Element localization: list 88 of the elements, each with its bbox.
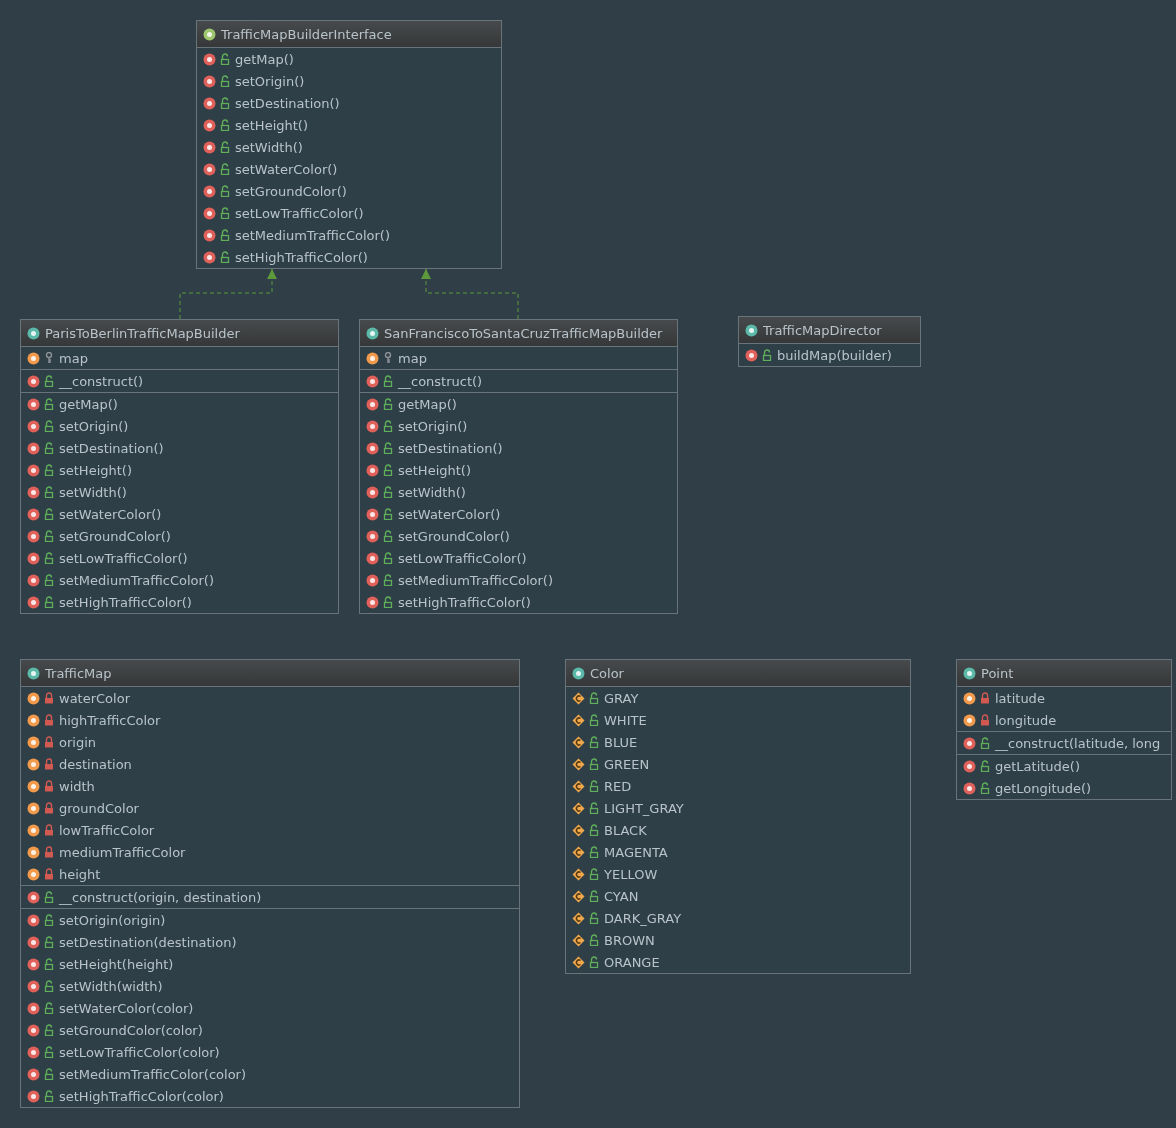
method-name: setOrigin(origin)	[59, 912, 166, 928]
field-name: highTrafficColor	[59, 712, 161, 728]
constant-name: MAGENTA	[604, 844, 668, 860]
method-name: setMediumTrafficColor()	[59, 572, 214, 588]
method-name: setHighTrafficColor(color)	[59, 1088, 224, 1104]
class-box	[565, 659, 911, 974]
constant-name: GRAY	[604, 690, 639, 706]
field-name: longitude	[995, 712, 1057, 728]
method-name: setHeight(height)	[59, 956, 174, 972]
field-name: waterColor	[59, 690, 130, 706]
constant-name: RED	[604, 778, 632, 794]
method-name: setOrigin()	[59, 418, 129, 434]
class-box	[196, 20, 502, 269]
method-name: setOrigin()	[235, 73, 305, 89]
method-name: setDestination()	[398, 440, 503, 456]
constant-name: LIGHT_GRAY	[604, 800, 684, 816]
method-name: setLowTrafficColor()	[235, 205, 364, 221]
method-name: setHighTrafficColor()	[235, 249, 368, 265]
method-name: setWaterColor()	[235, 161, 338, 177]
class-name: SanFranciscoToSantaCruzTrafficMapBuilder	[384, 325, 663, 341]
method-name: setWaterColor()	[398, 506, 501, 522]
class-box	[738, 316, 921, 367]
method-name: setGroundColor()	[398, 528, 510, 544]
method-name: setWidth(width)	[59, 978, 163, 994]
constant-name: BROWN	[604, 932, 655, 948]
field-name: map	[398, 350, 427, 366]
method-name: getLatitude()	[995, 758, 1080, 774]
constant-name: DARK_GRAY	[604, 910, 682, 926]
method-name: __construct()	[398, 373, 483, 389]
class-name: TrafficMap	[45, 665, 112, 681]
method-name: getMap()	[398, 396, 457, 412]
field-name: destination	[59, 756, 132, 772]
class-name: Point	[981, 665, 1014, 681]
class-name: ParisToBerlinTrafficMapBuilder	[45, 325, 240, 341]
constant-name: BLUE	[604, 734, 638, 750]
method-name: setHeight()	[398, 462, 471, 478]
class-name: Color	[590, 665, 624, 681]
field-name: height	[59, 866, 101, 882]
field-name: map	[59, 350, 88, 366]
field-name: lowTrafficColor	[59, 822, 155, 838]
method-name: setHighTrafficColor()	[59, 594, 192, 610]
method-name: setWaterColor(color)	[59, 1000, 194, 1016]
class-box	[20, 319, 339, 614]
method-name: setDestination()	[235, 95, 340, 111]
realization-arrow	[179, 268, 277, 320]
method-name: setGroundColor(color)	[59, 1022, 203, 1038]
method-name: __construct(latitude, long	[995, 735, 1161, 751]
method-name: setWaterColor()	[59, 506, 162, 522]
constant-name: ORANGE	[604, 954, 660, 970]
method-name: setHeight()	[59, 462, 132, 478]
method-name: buildMap(builder)	[777, 347, 892, 363]
method-name: setWidth()	[398, 484, 466, 500]
class-name: TrafficMapBuilderInterface	[221, 26, 392, 42]
method-name: __construct(origin, destination)	[59, 889, 262, 905]
method-name: setMediumTrafficColor()	[398, 572, 553, 588]
method-name: setGroundColor()	[235, 183, 347, 199]
method-name: setLowTrafficColor()	[59, 550, 188, 566]
constant-name: YELLOW	[604, 866, 658, 882]
constant-name: BLACK	[604, 822, 647, 838]
method-name: setLowTrafficColor()	[398, 550, 527, 566]
field-name: mediumTrafficColor	[59, 844, 186, 860]
class-box	[956, 659, 1172, 800]
field-name: latitude	[995, 690, 1045, 706]
field-name: width	[59, 778, 95, 794]
method-name: setDestination(destination)	[59, 934, 237, 950]
constant-name: WHITE	[604, 712, 647, 728]
class-box	[20, 659, 520, 1108]
class-name: TrafficMapDirector	[763, 322, 882, 338]
method-name: setWidth()	[59, 484, 127, 500]
class-box	[359, 319, 678, 614]
method-name: setWidth()	[235, 139, 303, 155]
method-name: setMediumTrafficColor()	[235, 227, 390, 243]
method-name: setDestination()	[59, 440, 164, 456]
constant-name: GREEN	[604, 756, 650, 772]
method-name: setMediumTrafficColor(color)	[59, 1066, 246, 1082]
method-name: setHighTrafficColor()	[398, 594, 531, 610]
constant-name: CYAN	[604, 888, 639, 904]
method-name: getMap()	[235, 51, 294, 67]
realization-arrow	[421, 268, 519, 320]
field-name: origin	[59, 734, 96, 750]
method-name: getMap()	[59, 396, 118, 412]
method-name: getLongitude()	[995, 780, 1092, 796]
method-name: setGroundColor()	[59, 528, 171, 544]
method-name: setOrigin()	[398, 418, 468, 434]
field-name: groundColor	[59, 800, 139, 816]
method-name: __construct()	[59, 373, 144, 389]
method-name: setLowTrafficColor(color)	[59, 1044, 220, 1060]
method-name: setHeight()	[235, 117, 308, 133]
